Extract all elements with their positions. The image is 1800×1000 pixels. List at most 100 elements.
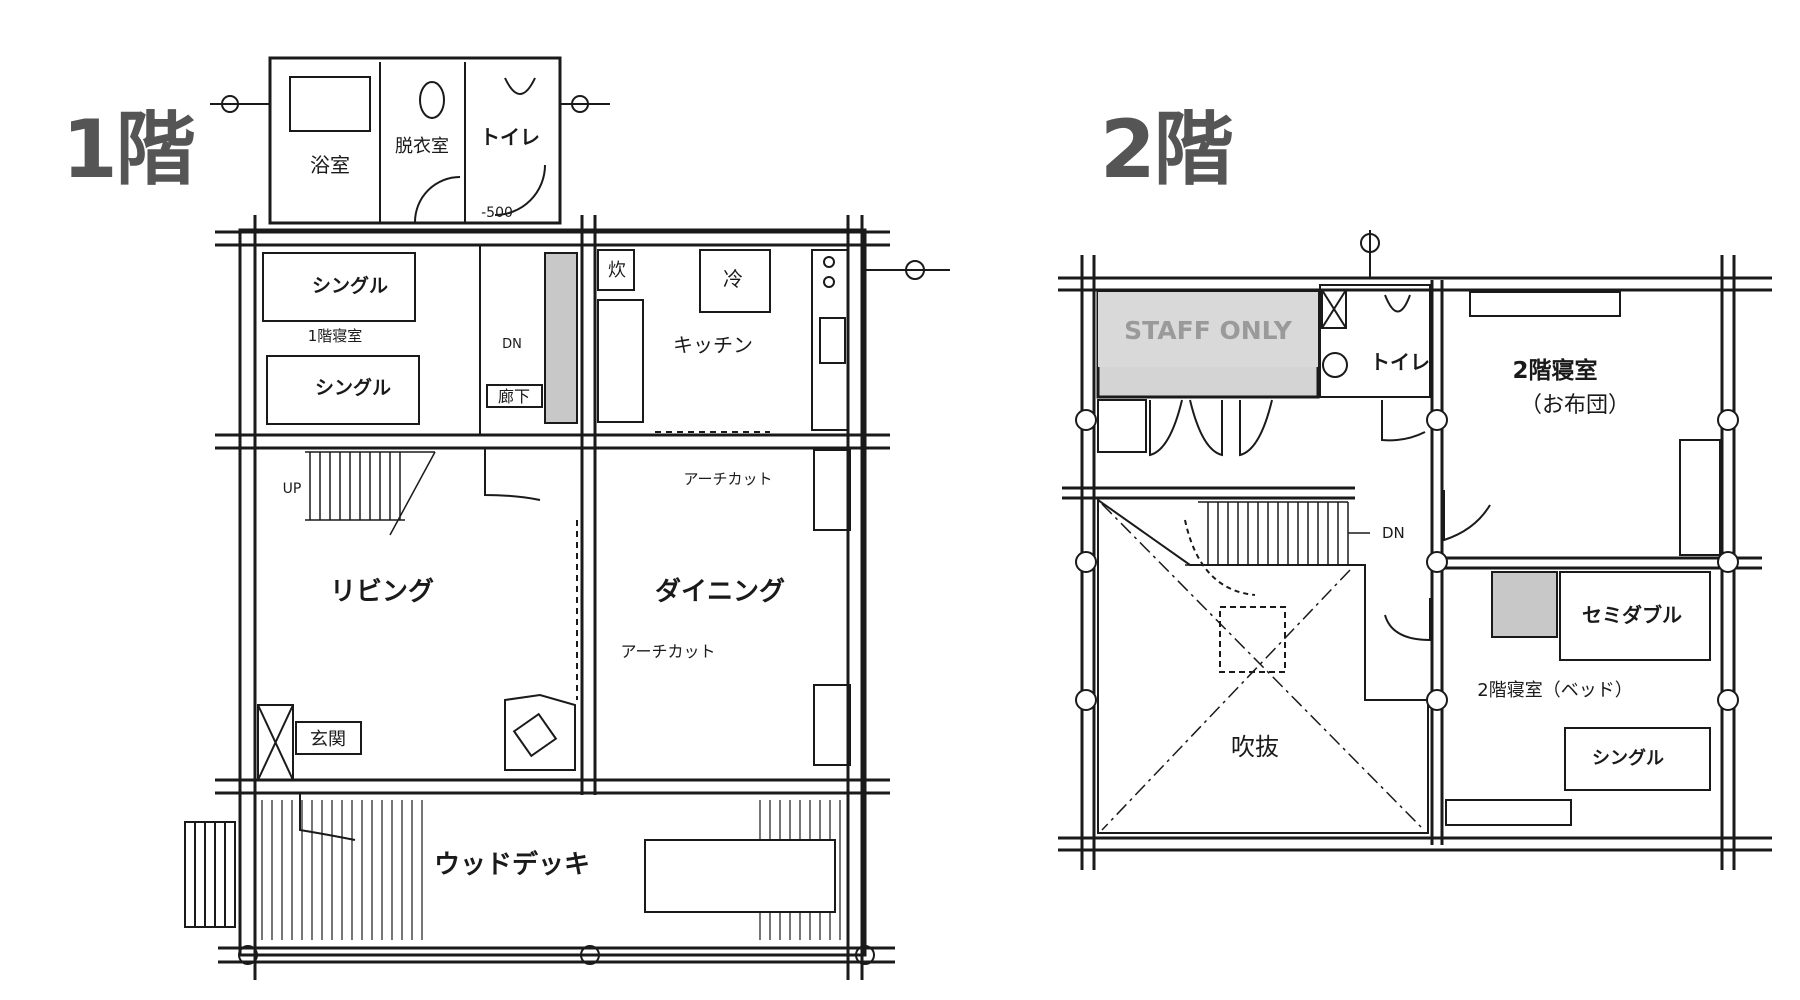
log-post <box>855 945 875 965</box>
door-swing <box>1189 399 1223 457</box>
bed-single-b <box>266 355 420 425</box>
deck-furniture <box>644 839 836 913</box>
toilet-icon <box>504 77 536 95</box>
void-center <box>1219 606 1286 673</box>
burner-icon <box>823 276 835 288</box>
entrance-box <box>295 721 362 755</box>
floor1-plan <box>184 56 950 980</box>
log-post <box>580 945 600 965</box>
label-single-2f: シングル <box>1592 747 1664 769</box>
bed-single-a <box>262 252 416 322</box>
door-swing <box>1149 399 1183 457</box>
hall-partition-wall <box>544 252 578 424</box>
entrance-closet <box>257 704 294 781</box>
staff-room-top <box>1098 292 1318 367</box>
futon-rail <box>1469 291 1621 317</box>
axis-marker <box>221 95 239 113</box>
bed-single-2f <box>1564 727 1711 791</box>
bed-semidouble <box>1559 571 1711 661</box>
closet-box <box>1321 289 1347 329</box>
label-staff-only: STAFF ONLY <box>1124 316 1293 345</box>
floor1-outer-wall <box>238 228 867 957</box>
label-void: 吹抜 <box>1231 733 1279 761</box>
door-swing <box>1443 490 1491 542</box>
label-dressing: 脱衣室 <box>395 136 449 157</box>
stairs-2f <box>1185 501 1370 566</box>
door-swing <box>414 176 461 223</box>
axis-marker <box>571 95 589 113</box>
stove-hearth <box>512 712 558 758</box>
log-post <box>1426 689 1448 711</box>
log-post <box>238 945 258 965</box>
log-post <box>1075 551 1097 573</box>
kitchen-sink <box>819 317 846 364</box>
label-kitchen: キッチン <box>673 333 753 357</box>
label-toilet-1f: トイレ <box>480 125 540 149</box>
door-swing <box>1384 598 1431 642</box>
window <box>813 684 851 766</box>
kitchen-counter <box>597 299 644 423</box>
floor1-title: 1階 <box>62 103 196 196</box>
log-post <box>1717 689 1739 711</box>
label-entrance: 玄関 <box>310 729 346 750</box>
bath-annex <box>268 56 562 225</box>
closet-cross <box>1321 289 1347 329</box>
kitchen-counter-right <box>811 249 849 431</box>
label-dn-2f: DN <box>1382 524 1405 542</box>
label-semidouble: セミダブル <box>1582 603 1682 627</box>
closet-cross <box>257 704 294 781</box>
deck-steps <box>184 821 236 928</box>
sink-icon <box>1322 352 1348 378</box>
stove-box <box>597 249 635 291</box>
door-swing <box>1239 399 1273 457</box>
bed-bench <box>1445 799 1572 826</box>
wood-stove <box>504 693 576 771</box>
toilet-icon <box>1384 294 1411 313</box>
label-stove: 炊 <box>608 260 626 281</box>
hallway-box <box>486 384 543 408</box>
label-dn-1f: DN <box>502 337 522 352</box>
sink-icon <box>419 81 445 119</box>
log-post <box>1075 689 1097 711</box>
bedroom-1f <box>254 244 481 436</box>
label-bedroom-bed: 2階寝室（ベッド） <box>1477 680 1632 701</box>
label-bath: 浴室 <box>310 153 350 177</box>
void-diagonals <box>1101 503 1425 831</box>
closet <box>1097 399 1147 453</box>
toilet-room-2f <box>1319 284 1431 398</box>
door-swing <box>299 793 356 841</box>
label-arch-cut-2: アーチカット <box>620 642 715 661</box>
burner-icon <box>823 256 835 268</box>
label-deck: ウッドデッキ <box>434 849 590 880</box>
floor2-title: 2階 <box>1100 103 1234 196</box>
stairs-1f <box>305 451 436 536</box>
label-single-a: シングル <box>312 274 388 297</box>
nightstand <box>1491 571 1558 638</box>
label-arch-cut-1: アーチカット <box>683 470 772 488</box>
door-swing <box>494 164 546 216</box>
label-futon: （お布団） <box>1520 393 1630 418</box>
log-post <box>1075 409 1097 431</box>
label-living: リビング <box>330 577 434 607</box>
label-bedroom-futon: 2階寝室 <box>1512 357 1597 384</box>
label-toilet-2f: トイレ <box>1370 350 1430 374</box>
log-post <box>1426 409 1448 431</box>
label-up: UP <box>283 481 302 497</box>
window <box>813 449 851 531</box>
label-bedroom-1f: 1階寝室 <box>308 327 363 345</box>
log-post <box>1426 551 1448 573</box>
bathtub <box>289 76 371 132</box>
void-outline <box>1097 498 1429 834</box>
door-swing <box>1381 400 1426 442</box>
log-post <box>1717 409 1739 431</box>
log-post <box>1717 551 1739 573</box>
void-curve <box>1184 519 1256 596</box>
futon-closet <box>1679 439 1721 556</box>
label-dim-500: -500 <box>481 205 513 221</box>
label-single-b: シングル <box>315 376 391 399</box>
label-fridge: 冷 <box>723 267 743 291</box>
label-hallway: 廊下 <box>498 387 530 406</box>
floor2-plan <box>1058 230 1772 870</box>
label-dining: ダイニング <box>655 576 785 607</box>
